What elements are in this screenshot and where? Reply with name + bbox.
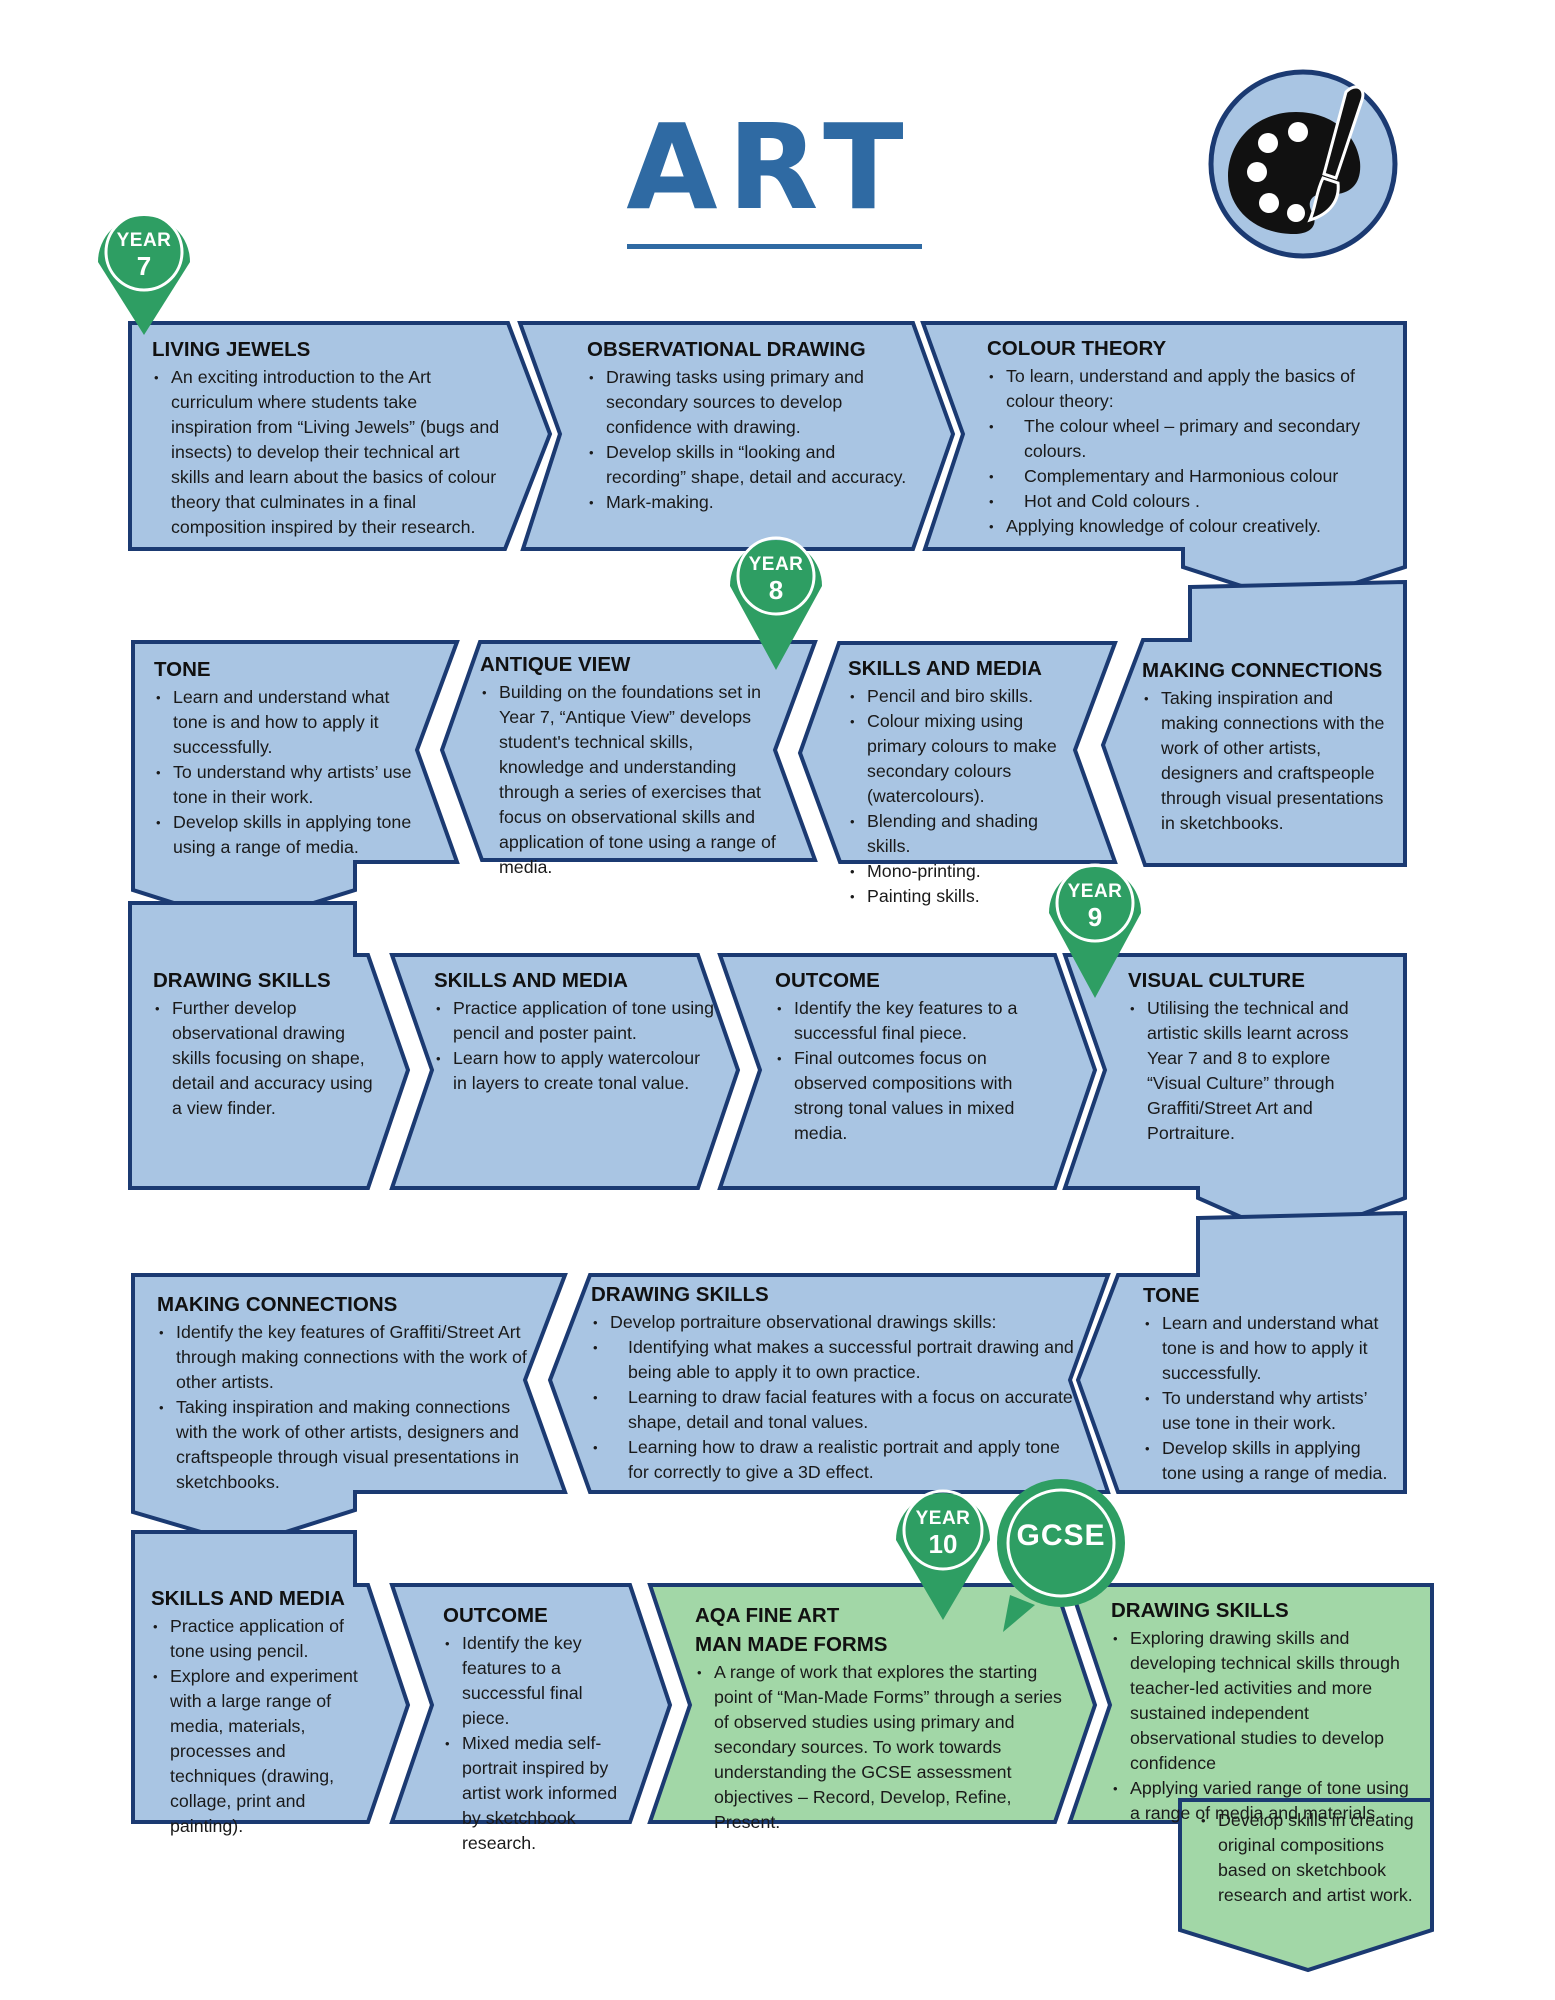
box-skills-media-y9: SKILLS AND MEDIA Practice application of… bbox=[151, 1586, 376, 1839]
bullet: Develop portraiture observational drawin… bbox=[591, 1310, 1081, 1335]
bullet: Pencil and biro skills. bbox=[848, 684, 1083, 709]
box-skills-media-y8: SKILLS AND MEDIA Pencil and biro skills.… bbox=[848, 656, 1083, 909]
bullet: An exciting introduction to the Art curr… bbox=[152, 365, 502, 540]
bullet: Develop skills in applying tone using a … bbox=[1143, 1436, 1398, 1486]
box-title: SKILLS AND MEDIA bbox=[434, 969, 628, 992]
box-drawing-skills-y10: DRAWING SKILLS Exploring drawing skills … bbox=[1111, 1598, 1416, 1826]
sub-bullet: Hot and Cold colours . bbox=[987, 489, 1372, 514]
bullet: Develop skills in creating original comp… bbox=[1199, 1808, 1424, 1908]
box-title: SKILLS AND MEDIA bbox=[151, 1587, 345, 1610]
bullet: Final outcomes focus on observed composi… bbox=[775, 1046, 1025, 1146]
bullet: Utilising the technical and artistic ski… bbox=[1128, 996, 1383, 1146]
bullet: Exploring drawing skills and developing … bbox=[1111, 1626, 1416, 1776]
bullet: Taking inspiration and making connection… bbox=[1142, 686, 1392, 836]
box-title: OUTCOME bbox=[775, 969, 880, 992]
sub-bullet: Complementary and Harmonious colour bbox=[987, 464, 1372, 489]
box-antique-view: ANTIQUE VIEW Building on the foundations… bbox=[480, 652, 780, 880]
box-title: SKILLS AND MEDIA bbox=[848, 657, 1042, 680]
year-7-pin bbox=[97, 212, 190, 335]
box-title: MAKING CONNECTIONS bbox=[1142, 659, 1383, 682]
bullet: Explore and experiment with a large rang… bbox=[151, 1664, 376, 1839]
bullet: Applying knowledge of colour creatively. bbox=[987, 514, 1372, 539]
bullet: Practice application of tone using penci… bbox=[151, 1614, 376, 1664]
bullet: Identify the key features to a successfu… bbox=[443, 1631, 633, 1731]
bullet: Mixed media self-portrait inspired by ar… bbox=[443, 1731, 633, 1856]
sub-bullet: The colour wheel – primary and secondary… bbox=[987, 414, 1372, 464]
title-underline bbox=[627, 244, 922, 249]
sub-bullet: Learning how to draw a realistic portrai… bbox=[591, 1435, 1081, 1485]
year-8-pin bbox=[730, 536, 822, 670]
box-outcome-y8: OUTCOME Identify the key features to a s… bbox=[775, 968, 1025, 1146]
box-visual-culture: VISUAL CULTURE Utilising the technical a… bbox=[1128, 968, 1383, 1146]
box-outcome-y9: OUTCOME Identify the key features to a s… bbox=[443, 1603, 633, 1856]
box-title: MAKING CONNECTIONS bbox=[157, 1293, 398, 1316]
box-title: ANTIQUE VIEW bbox=[480, 653, 631, 676]
box-title: DRAWING SKILLS bbox=[1111, 1599, 1289, 1622]
box-tone-y7: TONE Learn and understand what tone is a… bbox=[154, 657, 424, 860]
bullet: Building on the foundations set in Year … bbox=[480, 680, 780, 880]
box-aqa-fine-art: AQA FINE ART MAN MADE FORMS A range of w… bbox=[695, 1603, 1075, 1835]
box-title: DRAWING SKILLS bbox=[591, 1283, 769, 1306]
box-drawing-skills-y9: DRAWING SKILLS Develop portraiture obser… bbox=[591, 1282, 1081, 1485]
page-title: ART bbox=[626, 98, 914, 236]
bullet: Further develop observational drawing sk… bbox=[153, 996, 383, 1121]
bullet: Painting skills. bbox=[848, 884, 1083, 909]
bullet: Taking inspiration and making connection… bbox=[157, 1395, 532, 1495]
box-title: OBSERVATIONAL DRAWING bbox=[587, 338, 866, 361]
box-making-connections-y8: MAKING CONNECTIONS Taking inspiration an… bbox=[1142, 658, 1392, 836]
bullet: Drawing tasks using primary and secondar… bbox=[587, 365, 907, 440]
box-drawing-skills-y10-extra: Develop skills in creating original comp… bbox=[1199, 1808, 1424, 1908]
bullet: To learn, understand and apply the basic… bbox=[987, 364, 1372, 414]
box-title: DRAWING SKILLS bbox=[153, 969, 331, 992]
box-living-jewels: LIVING JEWELS An exciting introduction t… bbox=[152, 337, 502, 540]
box-title: TONE bbox=[154, 658, 211, 681]
bullet: Develop skills in “looking and recording… bbox=[587, 440, 907, 490]
bullet: Learn and understand what tone is and ho… bbox=[1143, 1311, 1398, 1386]
box-observational-drawing: OBSERVATIONAL DRAWING Drawing tasks usin… bbox=[587, 337, 907, 515]
box-tone-y9: TONE Learn and understand what tone is a… bbox=[1143, 1283, 1398, 1486]
box-colour-theory: COLOUR THEORY To learn, understand and a… bbox=[987, 336, 1372, 539]
bullet: A range of work that explores the starti… bbox=[695, 1660, 1075, 1835]
box-drawing-skills-y8: DRAWING SKILLS Further develop observati… bbox=[153, 968, 383, 1121]
bullet: Identify the key features to a successfu… bbox=[775, 996, 1025, 1046]
box-skills-media-y8b: SKILLS AND MEDIA Practice application of… bbox=[434, 968, 714, 1096]
gcse-label: GCSE bbox=[1016, 1519, 1106, 1552]
box-making-connections-y9: MAKING CONNECTIONS Identify the key feat… bbox=[157, 1292, 532, 1495]
bullet: Practice application of tone using penci… bbox=[434, 996, 714, 1046]
box-subtitle: MAN MADE FORMS bbox=[695, 1632, 888, 1656]
box-title: TONE bbox=[1143, 1284, 1200, 1307]
bullet: To understand why artists’ use tone in t… bbox=[1143, 1386, 1398, 1436]
sub-bullet: Learning to draw facial features with a … bbox=[591, 1385, 1081, 1435]
bullet: Identify the key features of Graffiti/St… bbox=[157, 1320, 532, 1395]
bullet: To understand why artists’ use tone in t… bbox=[154, 760, 424, 810]
bullet: Learn how to apply watercolour in layers… bbox=[434, 1046, 714, 1096]
bullet: Colour mixing using primary colours to m… bbox=[848, 709, 1083, 809]
box-title: VISUAL CULTURE bbox=[1128, 969, 1305, 992]
gcse-badge bbox=[997, 1479, 1125, 1632]
box-title: COLOUR THEORY bbox=[987, 337, 1167, 360]
bullet: Mono-printing. bbox=[848, 859, 1083, 884]
palette-brush-icon bbox=[1208, 69, 1398, 259]
sub-bullet: Identifying what makes a successful port… bbox=[591, 1335, 1081, 1385]
box-title: OUTCOME bbox=[443, 1604, 548, 1627]
bullet: Learn and understand what tone is and ho… bbox=[154, 685, 424, 760]
bullet: Blending and shading skills. bbox=[848, 809, 1083, 859]
box-title: LIVING JEWELS bbox=[152, 338, 311, 361]
bullet: Develop skills in applying tone using a … bbox=[154, 810, 424, 860]
year-10-pin bbox=[896, 1489, 990, 1620]
box-title: AQA FINE ART bbox=[695, 1604, 840, 1627]
bullet: Mark-making. bbox=[587, 490, 907, 515]
